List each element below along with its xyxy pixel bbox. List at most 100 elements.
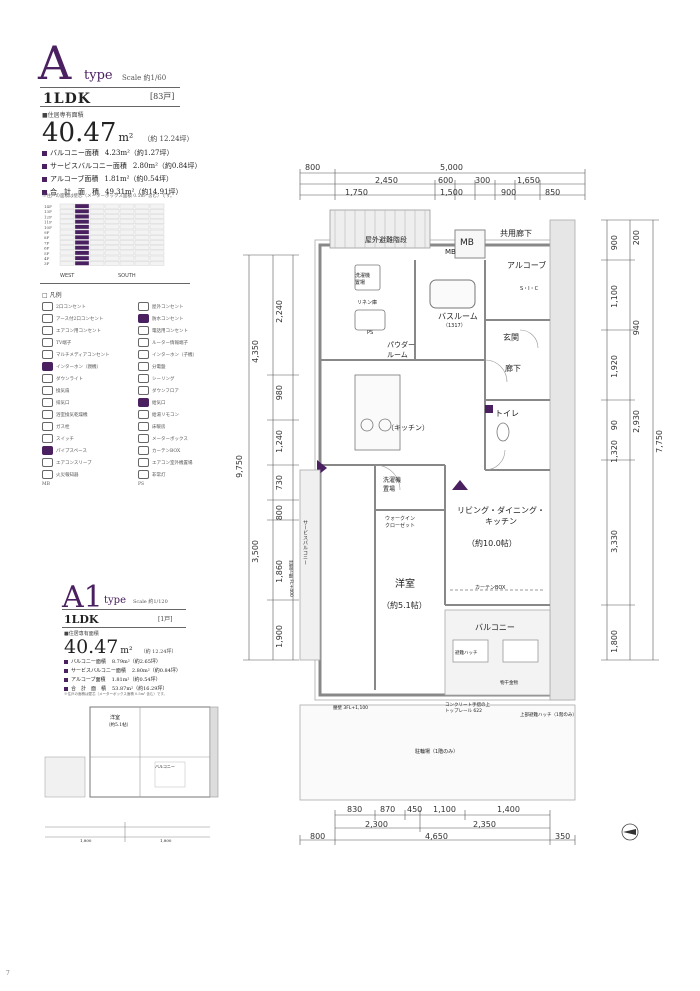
label-railing-note: 腰壁 3FL+1,100 (333, 706, 369, 711)
dim-right-940: 940 (632, 320, 641, 336)
floor-cell (119, 255, 135, 261)
legend-symbol-icon (138, 410, 149, 419)
floor-cell (134, 250, 150, 256)
floor-cell (149, 261, 165, 266)
label-powder-room: パウダー ルーム (387, 341, 415, 359)
dim-bottom-1400: 1,400 (497, 805, 520, 814)
floor-cell (59, 250, 75, 256)
legend-item: アース付2口コンセント (42, 314, 132, 323)
label-entrance: 玄関 (503, 333, 519, 342)
label-western-room-size: （約5.1帖） (382, 601, 427, 610)
legend-item: エアコン室外機置場 (138, 458, 228, 467)
legend-item: 電話用コンセント (138, 326, 228, 335)
floor-cell (119, 240, 135, 245)
label-hallway: 廊下 (505, 364, 521, 373)
type-a1-area-value: 40.47 (64, 636, 119, 658)
label-ldk-size: （約10.0帖） (467, 539, 517, 548)
floor-cell (89, 235, 105, 240)
floor-cell (104, 203, 120, 209)
floor-cell (104, 224, 120, 230)
type-a1-rule (62, 609, 186, 610)
floor-cell (149, 224, 165, 230)
label-shoe-box: S・I・C (520, 286, 539, 292)
floor-cell (149, 208, 165, 214)
legend-item: エアコンスリーブ (42, 458, 132, 467)
dim-left-1860: 1,860 (275, 560, 284, 583)
floor-cell (104, 219, 120, 225)
type-a1-floor-plan: 洋室 （約5.1帖） バルコニー 1,800 1,800 (40, 702, 220, 852)
legend-label: エアコン用コンセント (56, 328, 101, 334)
dim-bottom-2300: 2,300 (365, 820, 388, 829)
legend-label: マルチメディアコンセント (56, 352, 110, 358)
legend-label: 給気口 (152, 400, 166, 406)
floor-south-label: SOUTH (118, 273, 136, 279)
dim-top-800: 800 (305, 163, 321, 172)
floor-cell-type-a (74, 224, 90, 230)
type-a1-exclusive-label: ■住居専有面積 (64, 631, 99, 637)
floor-cell (89, 250, 105, 256)
legend-item: エアコン用コンセント (42, 326, 132, 335)
floor-cell (134, 235, 150, 240)
legend-item: 浴室換気乾燥機 (42, 410, 132, 419)
floor-cell (149, 240, 165, 245)
legend-label: 排気口 (56, 400, 70, 406)
dim-top-300: 300 (475, 176, 491, 185)
legend-symbol-icon (42, 398, 53, 407)
dim-right-90: 90 (610, 420, 619, 431)
floor-cell (89, 208, 105, 214)
floor-cell (119, 224, 135, 230)
type-a-scale: Scale 約1/60 (122, 74, 167, 82)
dim-top-1750: 1,750 (345, 188, 368, 197)
label-washing-machine: 洗濯機 置場 (355, 273, 371, 286)
floor-cell (149, 235, 165, 240)
floor-cell-type-a (74, 255, 90, 261)
legend-label: スイッチ (56, 436, 74, 442)
legend-title: □ 凡例 (42, 292, 62, 299)
floor-row-label: 10F (44, 225, 52, 230)
legend-item: 2口コンセント (42, 302, 132, 311)
type-a-letter: A (38, 36, 72, 90)
dim-right-3330: 3,330 (610, 530, 619, 553)
floor-cell (134, 219, 150, 225)
dim-right-1920: 1,920 (610, 355, 619, 378)
floor-cell (134, 208, 150, 214)
legend-item: カーテンBOX (138, 446, 228, 455)
legend-symbol-icon (42, 302, 53, 311)
floor-cell (149, 255, 165, 261)
dim-bottom-2350: 2,350 (473, 820, 496, 829)
spec-value: 49.31m²（約14.91坪） (105, 188, 183, 196)
label-western-room: 洋室 (395, 579, 415, 590)
floor-row-label: 8F (44, 235, 50, 240)
floor-cell (149, 245, 165, 250)
floor-cell (89, 224, 105, 230)
legend-symbol-icon (138, 326, 149, 335)
legend-symbol-icon (138, 422, 149, 431)
legend-item: マルチメディアコンセント (42, 350, 132, 359)
label-bathroom-size: （1317） (443, 323, 466, 329)
dim-left-800: 800 (275, 505, 284, 521)
legend-label: 防水コンセント (152, 316, 184, 322)
floor-cell (134, 240, 150, 245)
floor-cell (119, 208, 135, 214)
type-a1-suffix: type (104, 595, 126, 606)
floor-cell (149, 229, 165, 235)
dim-right-1100: 1,100 (610, 285, 619, 308)
dim-left-3500: 3,500 (251, 540, 260, 563)
floor-cell-type-a (74, 219, 90, 225)
label-kitchen: （キッチン） (387, 424, 429, 432)
legend-symbol-icon (42, 422, 53, 431)
legend-item: 排気口 (42, 398, 132, 407)
type-a-area-value: 40.47 (42, 118, 117, 148)
legend-label: パイプスペース (56, 448, 87, 454)
label-window-note: 出窓下部 FL+400 (288, 560, 293, 597)
legend-symbol-icon (138, 434, 149, 443)
floor-cell (119, 214, 135, 219)
legend-item: 換気扇 (42, 386, 132, 395)
floor-cell (89, 219, 105, 225)
floor-cell (104, 255, 120, 261)
floor-cell-type-a (74, 203, 90, 209)
floor-cell (134, 214, 150, 219)
